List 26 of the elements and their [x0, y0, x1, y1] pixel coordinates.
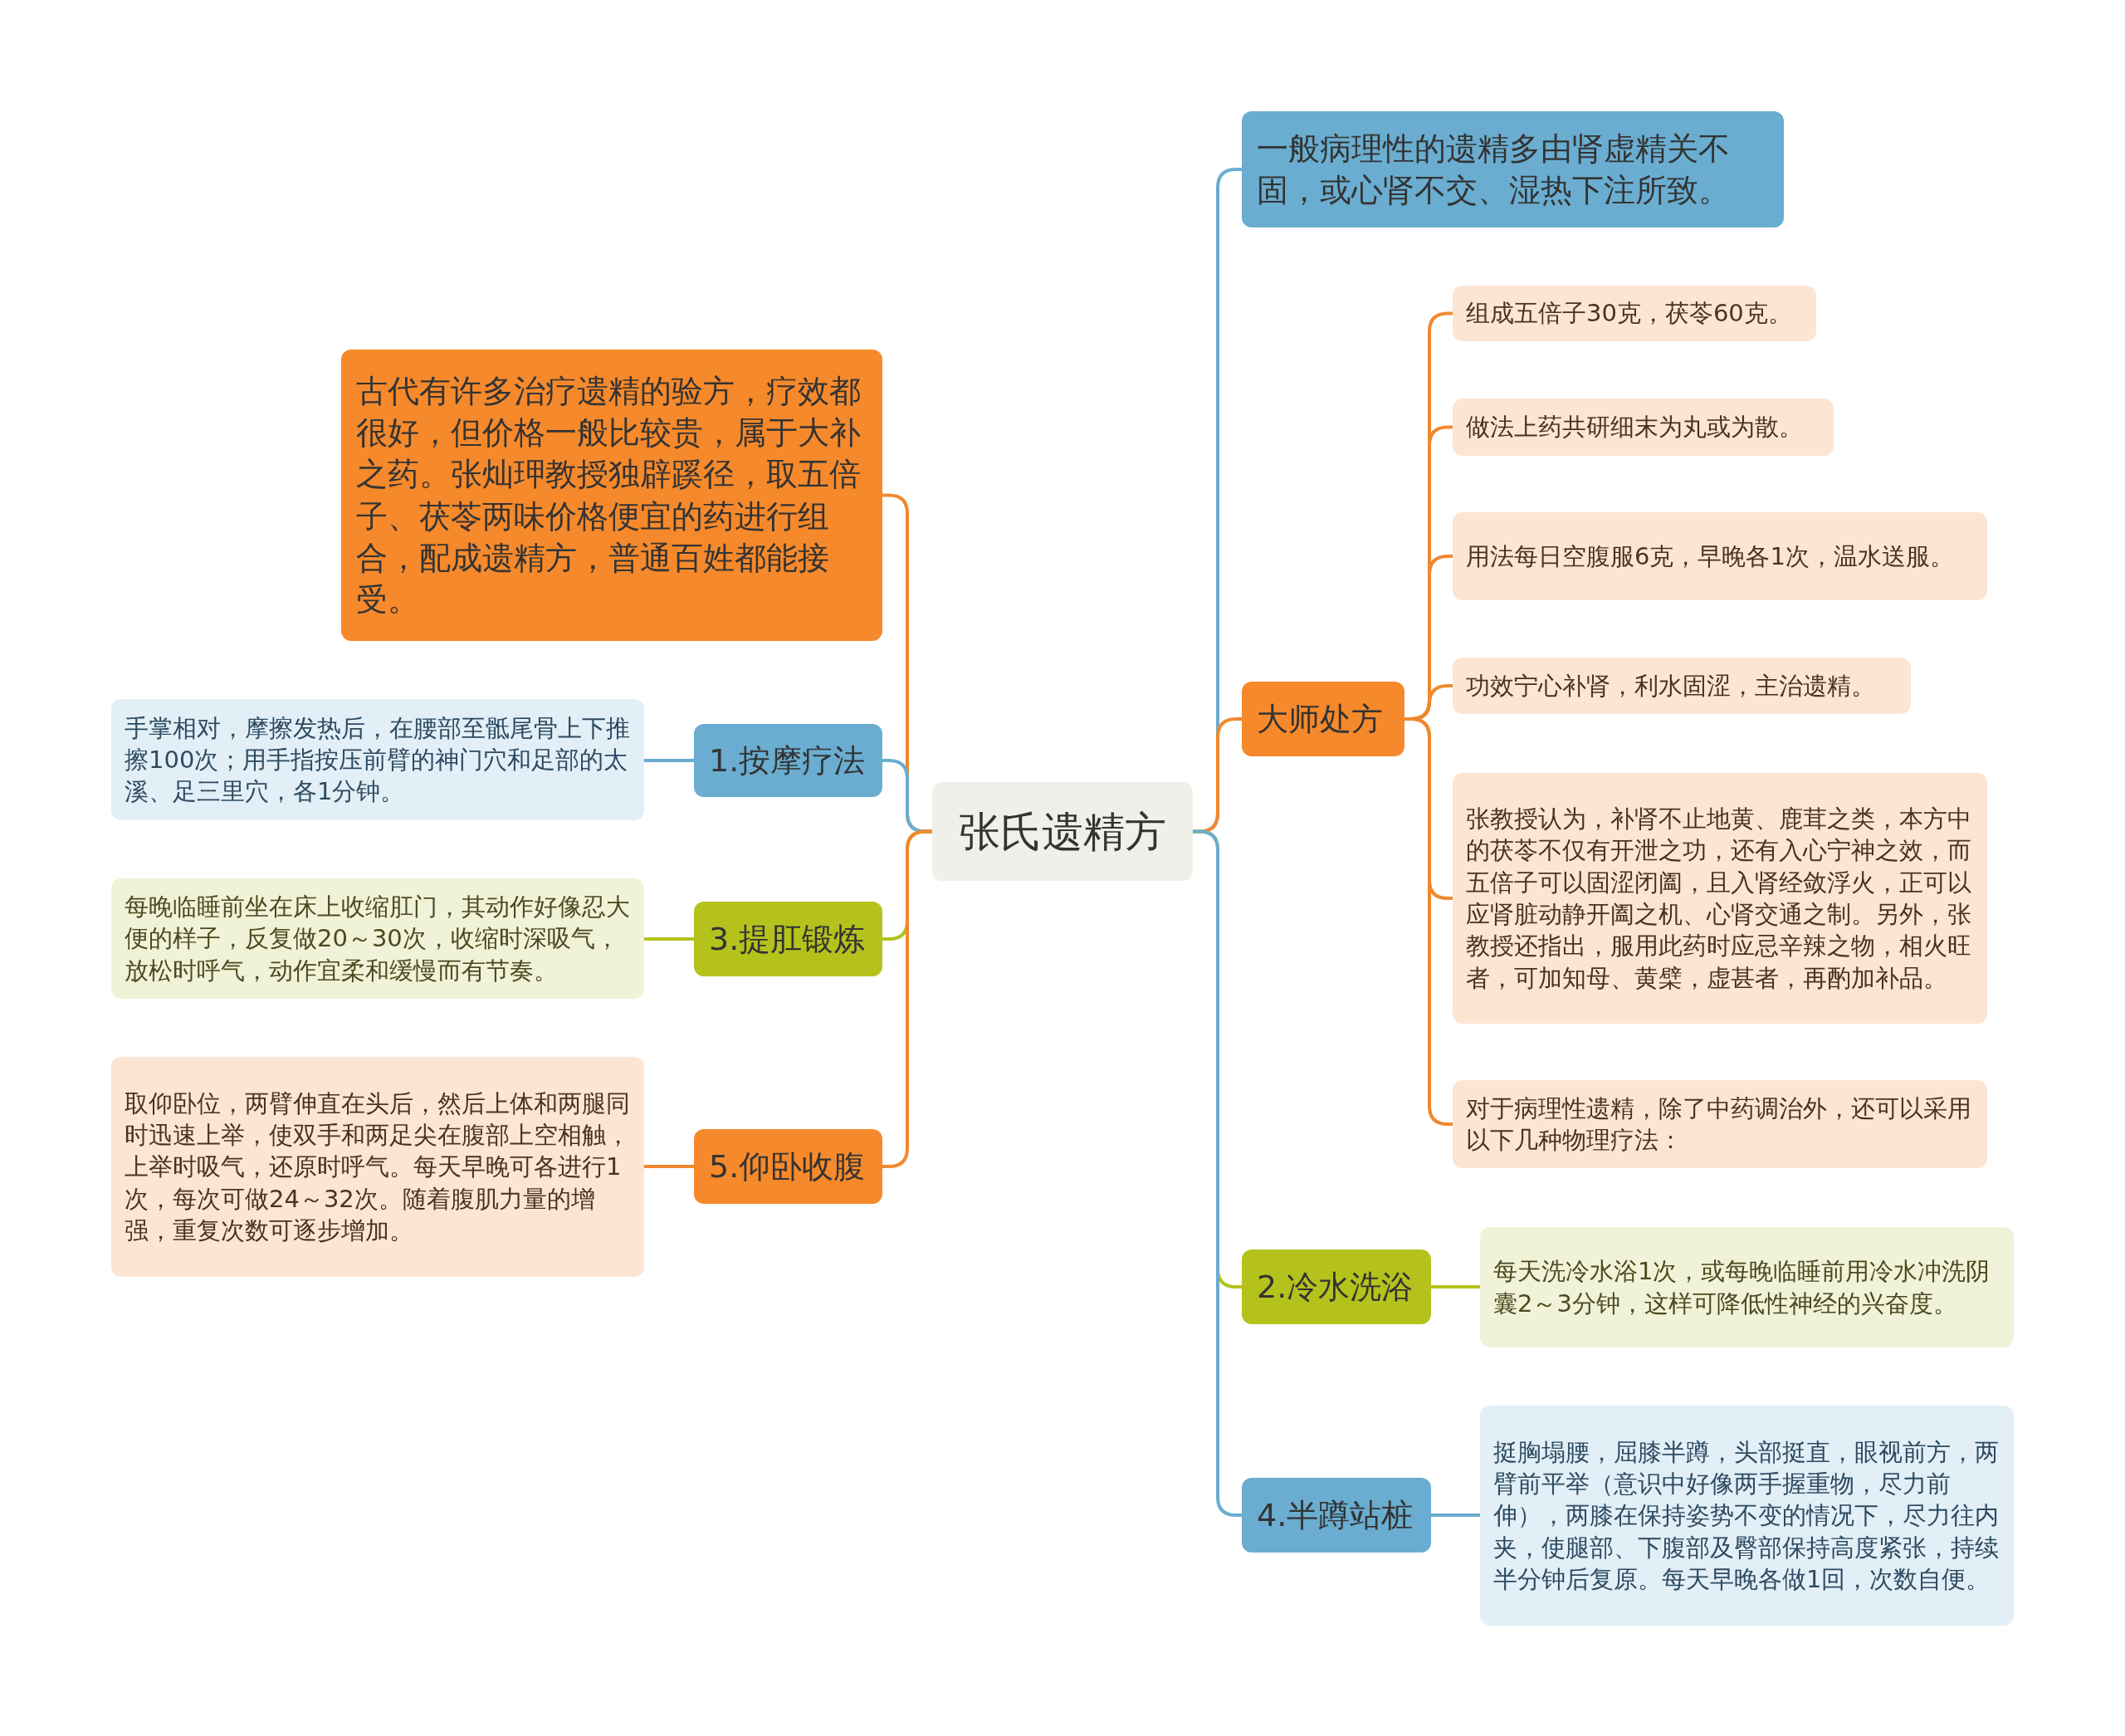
topic-box: 一般病理性的遗精多由肾虚精关不固，或心肾不交、湿热下注所致。	[1242, 111, 1784, 227]
note-box: 取仰卧位，两臂伸直在头后，然后上体和两腿同时迅速上举，使双手和两足尖在腹部上空相触，上举时吸气，还原时呼气。每天早晚可各进行1次，每次可做24～32次。随着腹肌力量的增强，重复次数可逐步增加。	[111, 1057, 644, 1277]
note-box: 组成五倍子30克，茯苓60克。	[1453, 286, 1816, 341]
note-box: 每天洗冷水浴1次，或每晚临睡前用冷水冲洗阴囊2～3分钟，这样可降低性神经的兴奋度。	[1480, 1227, 2014, 1347]
note-box: 功效宁心补肾，利水固涩，主治遗精。	[1453, 658, 1911, 714]
note-box: 挺胸塌腰，屈膝半蹲，头部挺直，眼视前方，两臂前平举（意识中好像两手握重物，尽力前伸），两膝在保持姿势不变的情况下，尽力往内夹，使腿部、下腹部及臀部保持高度紧张，持续半分钟后复原。每天早晚各做1回，次数自便。	[1480, 1406, 2014, 1626]
note-box: 每晚临睡前坐在床上收缩肛门，其动作好像忍大便的样子，反复做20～30次，收缩时深吸气，放松时呼气，动作宜柔和缓慢而有节奏。	[111, 878, 644, 999]
connector-line	[1431, 1285, 1480, 1289]
central-topic-box: 张氏遗精方	[932, 782, 1193, 881]
connector-line	[1431, 1513, 1480, 1517]
topic-box: 1.按摩疗法	[694, 724, 882, 797]
topic-box: 2.冷水洗浴	[1242, 1249, 1431, 1324]
connector-line	[644, 1165, 694, 1168]
note-box: 做法上药共研细末为丸或为散。	[1453, 399, 1834, 456]
topic-box: 3.提肛锻炼	[694, 902, 882, 976]
topic-box: 大师处方	[1242, 682, 1404, 756]
topic-box: 5.仰卧收腹	[694, 1129, 882, 1204]
note-box: 手掌相对，摩擦发热后，在腰部至骶尾骨上下推擦100次；用手指按压前臂的神门穴和足部的太溪、足三里穴，各1分钟。	[111, 699, 644, 820]
topic-box: 4.半蹲站桩	[1242, 1478, 1431, 1553]
connector-line	[644, 937, 694, 941]
note-box: 对于病理性遗精，除了中药调治外，还可以采用以下几种物理疗法：	[1453, 1080, 1987, 1168]
note-box: 用法每日空腹服6克，早晚各1次，温水送服。	[1453, 512, 1987, 600]
connector-line	[1404, 717, 1453, 1126]
note-box: 张教授认为，补肾不止地黄、鹿茸之类，本方中的茯苓不仅有开泄之功，还有入心宁神之效，而五倍子可以固涩闭阖，且入肾经敛浮火，正可以应肾脏动静开阖之机、心肾交通之制。另外，张教授还指出，服用此药时应忌辛辣之物，相火旺者，可加知母、黄檗，虚甚者，再酌加补品。	[1453, 773, 1987, 1024]
connector-line	[644, 759, 694, 762]
topic-box: 古代有许多治疗遗精的验方，疗效都很好，但价格一般比较贵，属于大补之药。张灿玾教授独辟蹊径，取五倍子、茯苓两味价格便宜的药进行组合，配成遗精方，普通百姓都能接受。	[341, 350, 882, 641]
